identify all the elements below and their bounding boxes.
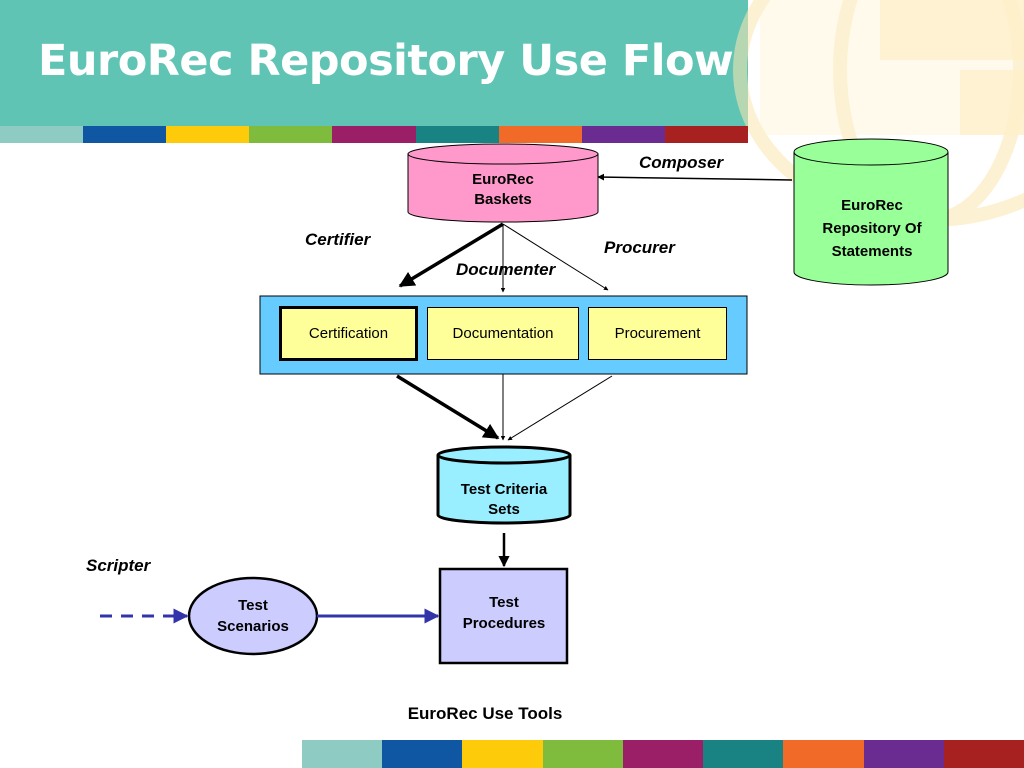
slide-title: EuroRec Repository Use Flow [38,36,734,86]
role-certifier: Certifier [305,230,371,249]
accent-segment [581,126,665,143]
repository-label-line3: Statements [831,243,913,260]
test-procedures-label: Test Procedures [444,592,564,634]
procurer-arrow [502,223,609,291]
test-scenarios-label-line2: Scenarios [217,618,289,635]
accent-segment [863,740,944,768]
use-tools-caption: EuroRec Use Tools [407,704,563,723]
accent-segment [83,126,167,143]
accent-segment [943,740,1024,768]
certification-box: Certification [279,306,418,361]
accent-segment [783,740,864,768]
accent-segment [462,740,543,768]
test-criteria-label-line1: Test Criteria [460,481,548,498]
accent-segment [382,740,463,768]
test-procedures-box [438,567,569,665]
accent-segment [542,740,623,768]
test-scenarios-label-line1: Test [238,597,268,614]
documentation-label: Documentation [452,325,554,342]
test-criteria-label-line2: Sets [488,501,520,518]
procurement-box: Procurement [588,307,727,360]
accent-strip-top [0,126,748,143]
repository-cylinder [793,138,949,286]
role-composer: Composer [639,153,724,172]
test-procedures-label-line1: Test [489,594,519,611]
test-criteria-label: Test Criteria Sets [440,480,568,520]
accent-segment [415,126,499,143]
procurement-to-criteria-arrow [507,375,613,441]
role-scripter: Scripter [86,556,151,575]
baskets-label-line1: EuroRec [472,171,534,188]
accent-segment [703,740,784,768]
accent-strip-bottom [302,740,1024,768]
eurorec-baskets-cylinder [407,143,599,223]
accent-segment [166,126,250,143]
accent-segment [0,126,84,143]
accent-segment [249,126,333,143]
composer-arrow [597,173,793,181]
certification-to-criteria-arrow [396,374,500,440]
title-banner [0,0,748,126]
role-procurer: Procurer [604,238,675,257]
accent-segment [664,126,748,143]
test-procedures-label-line2: Procedures [462,615,546,632]
test-scenarios-label: Test Scenarios [204,595,302,637]
accent-segment [498,126,582,143]
baskets-label-line2: Baskets [474,191,532,208]
certifier-arrow [398,222,504,288]
accent-segment [332,126,416,143]
procurement-label: Procurement [614,325,701,342]
repository-label-line2: Repository Of [822,220,922,237]
repository-label-line1: EuroRec [841,197,903,214]
repository-label: EuroRec Repository Of Statements [796,194,948,263]
test-criteria-cylinder [436,445,572,525]
baskets-label: EuroRec Baskets [453,170,553,210]
role-documenter: Documenter [456,260,556,279]
accent-segment [622,740,704,768]
certification-label: Certification [308,325,389,342]
accent-segment [302,740,383,768]
documentation-box: Documentation [427,307,579,360]
